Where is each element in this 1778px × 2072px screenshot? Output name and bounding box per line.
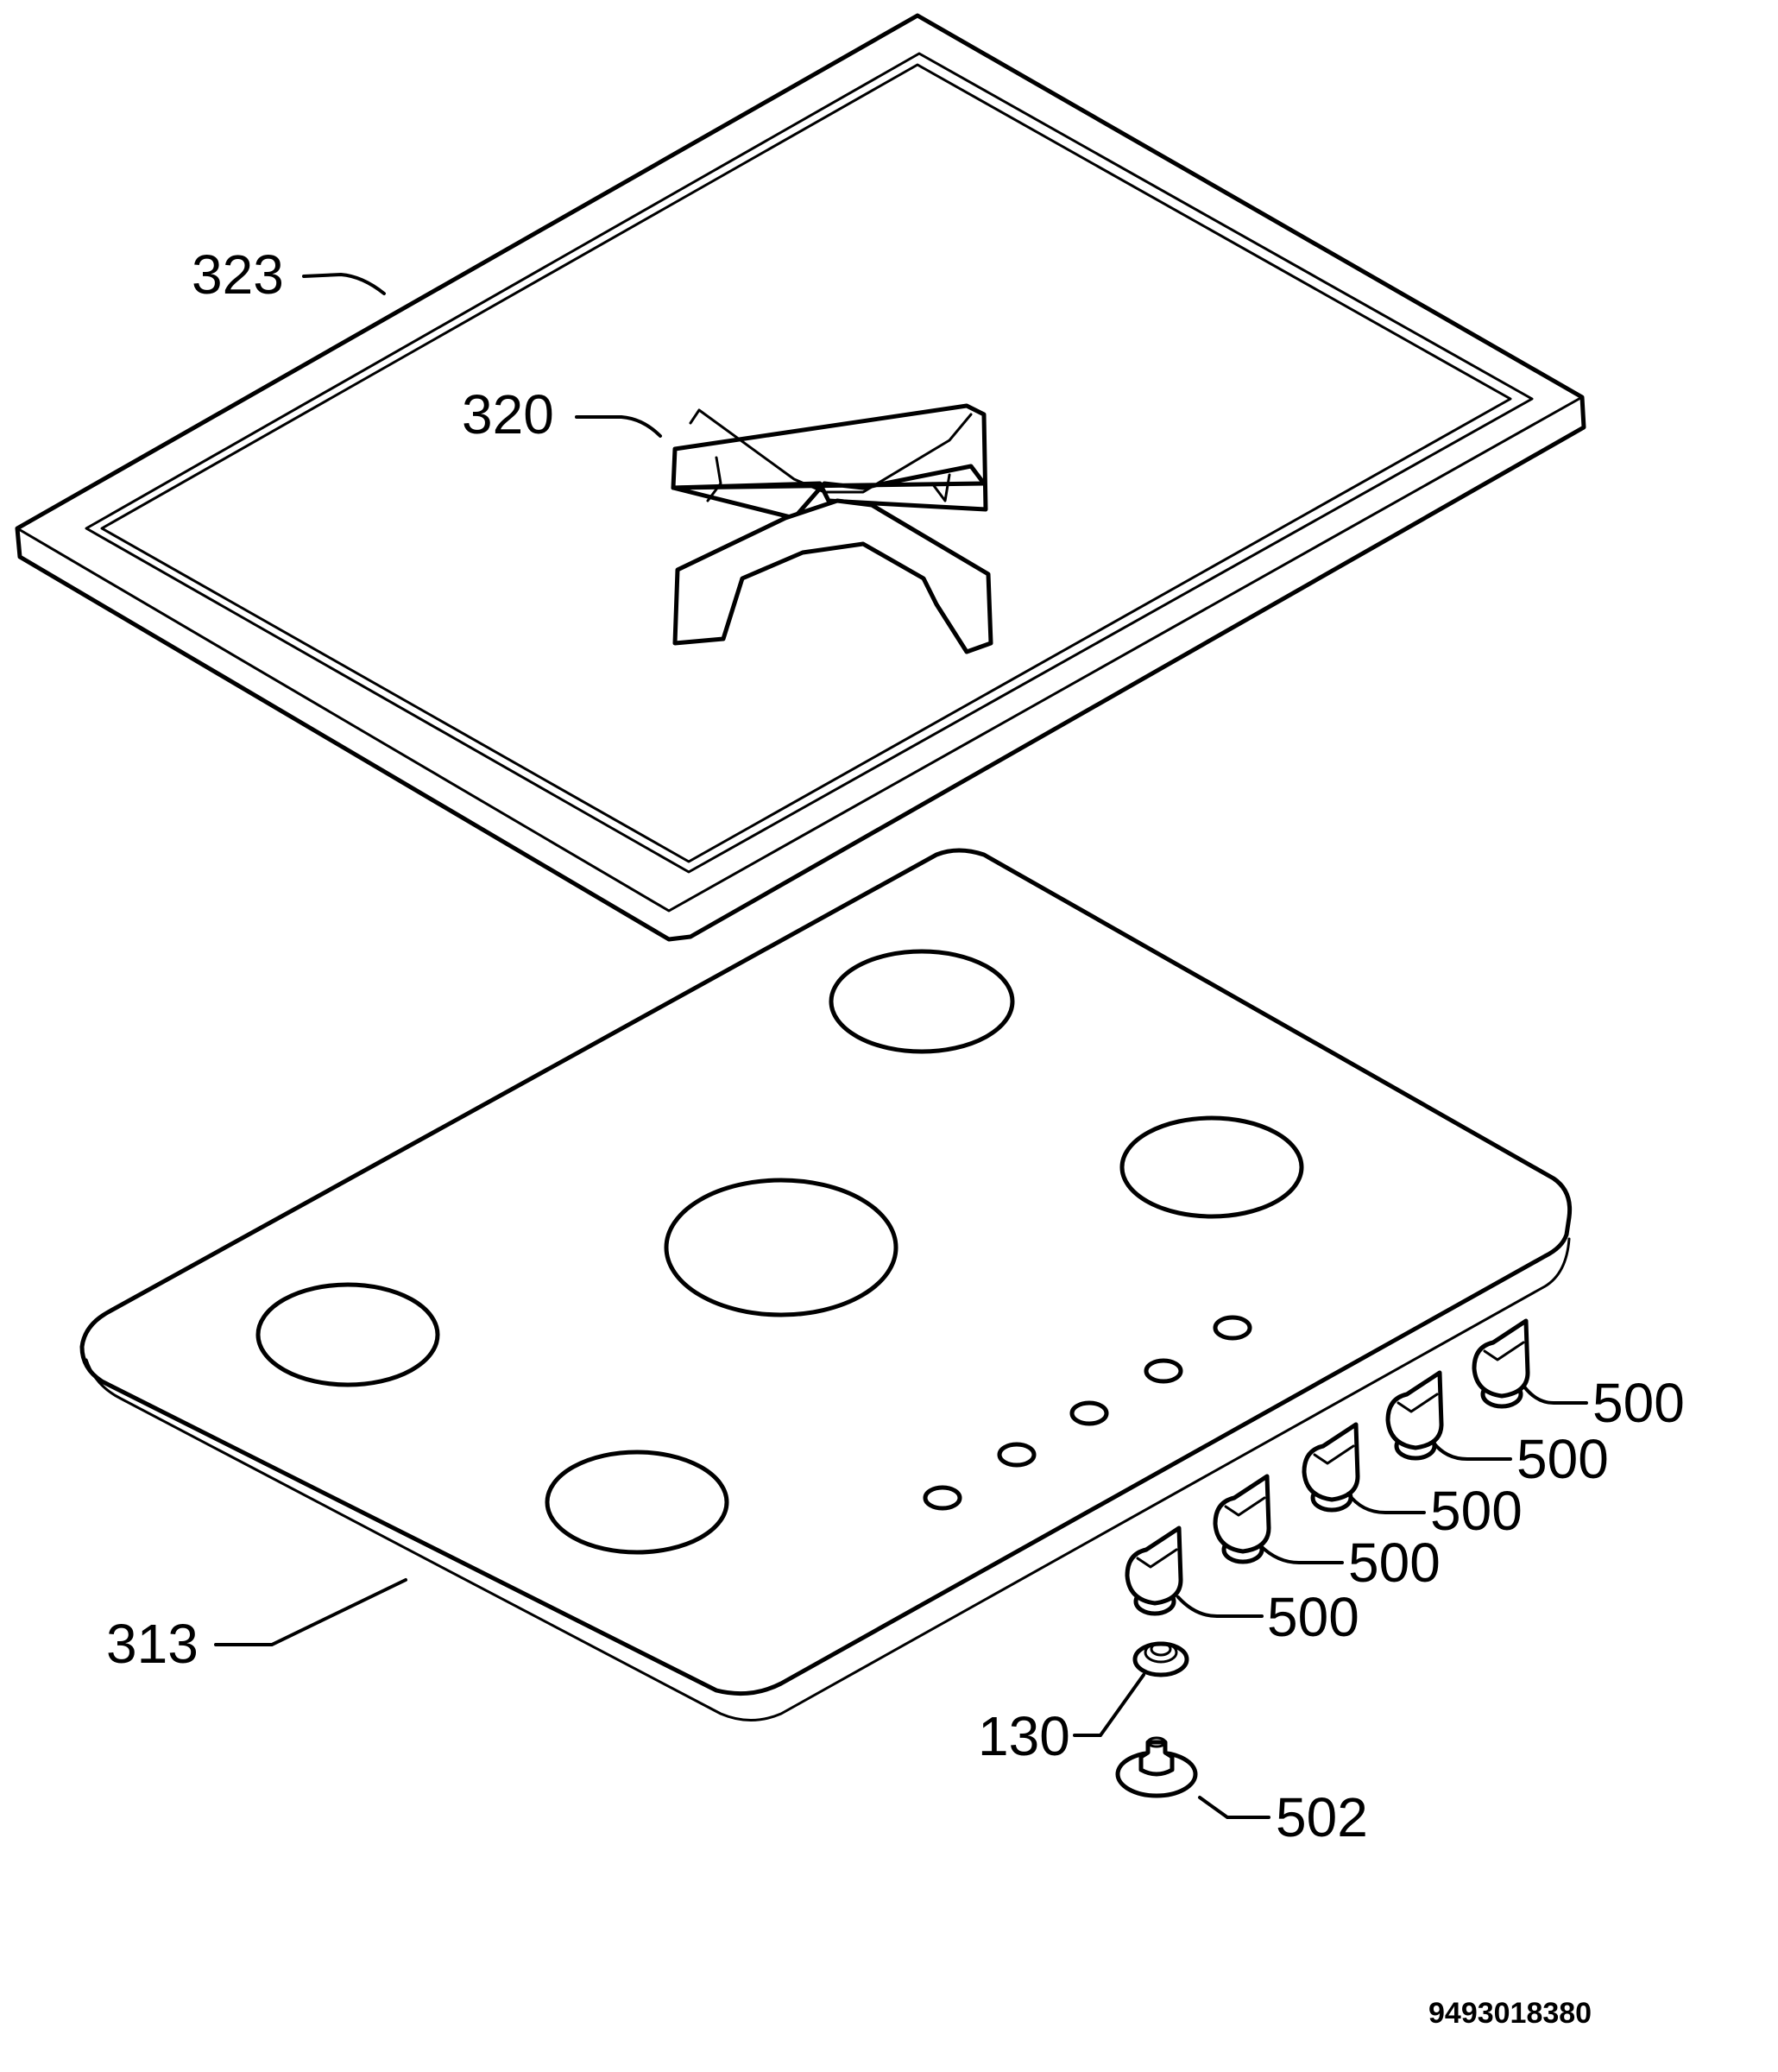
burner-hole-right xyxy=(1119,1115,1304,1219)
label-502: 502 xyxy=(1276,1786,1368,1848)
label-320: 320 xyxy=(462,383,554,445)
knob-hole xyxy=(1144,1358,1183,1384)
bezel-part-130 xyxy=(1132,1641,1189,1677)
burner-hole-rear xyxy=(829,949,1015,1054)
label-313: 313 xyxy=(106,1613,199,1675)
pan-support-part-320 xyxy=(671,403,993,654)
label-130: 130 xyxy=(978,1705,1070,1767)
label-500-knob-3: 500 xyxy=(1430,1480,1523,1542)
label-323: 323 xyxy=(192,243,284,306)
control-knob xyxy=(1125,1526,1183,1616)
spindle-part-502 xyxy=(1115,1736,1198,1798)
burner-hole-center xyxy=(664,1178,898,1317)
control-knob xyxy=(1385,1370,1444,1461)
burner-hole-left xyxy=(255,1282,440,1387)
knob-hole xyxy=(1069,1400,1109,1426)
control-knob xyxy=(1472,1318,1530,1409)
knob-hole xyxy=(997,1442,1037,1468)
control-knob xyxy=(1213,1474,1271,1564)
label-500-knob-4: 500 xyxy=(1348,1532,1441,1594)
drawing-code: 9493018380 xyxy=(1428,1997,1592,2030)
leader-lines xyxy=(214,272,1588,1819)
burner-hole-front xyxy=(545,1450,729,1555)
control-knob xyxy=(1302,1422,1360,1513)
knob-hole xyxy=(1213,1315,1252,1341)
label-500-knob-1: 500 xyxy=(1592,1372,1685,1434)
knob-hole xyxy=(923,1485,962,1511)
hob-top-part-313 xyxy=(79,848,1573,1721)
label-500-knob-2: 500 xyxy=(1516,1428,1609,1490)
label-500-knob-5: 500 xyxy=(1267,1586,1359,1648)
